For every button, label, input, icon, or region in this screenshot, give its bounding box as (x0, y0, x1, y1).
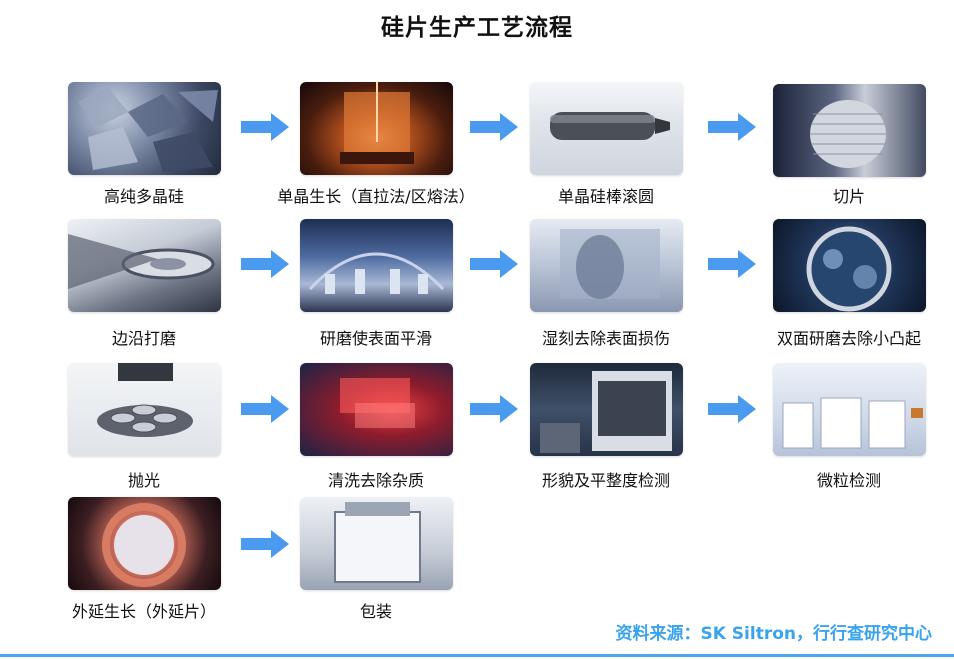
step-label: 切片 (832, 187, 865, 206)
diagram-title: 硅片生产工艺流程 (381, 15, 573, 41)
bottom-divider (0, 654, 954, 657)
arrow-right-icon (708, 113, 756, 141)
wet-etch-image (530, 219, 683, 312)
flatness-inspection-image (530, 363, 683, 456)
arrow-right-icon (241, 395, 289, 423)
crystal-growth-image (300, 82, 453, 175)
step-label: 双面研磨去除小凸起 (776, 329, 921, 348)
step-label: 外延生长（外延片） (71, 602, 216, 621)
arrow-right-icon (241, 113, 289, 141)
packaging-image (300, 497, 453, 590)
epitaxy-image (68, 497, 221, 590)
step-label: 包装 (359, 602, 392, 621)
step-label: 微粒检测 (816, 471, 881, 490)
step-label: 边沿打磨 (111, 329, 176, 348)
double-side-polish-image (773, 219, 926, 312)
step-label: 湿刻去除表面损伤 (541, 329, 670, 348)
step-label: 抛光 (127, 471, 160, 490)
polishing-image (68, 363, 221, 456)
edge-grinding-image (68, 219, 221, 312)
ingot-image (530, 82, 683, 175)
step-label: 单晶生长（直拉法/区熔法） (277, 187, 475, 206)
arrow-right-icon (470, 250, 518, 278)
lapping-image (300, 219, 453, 312)
cleaning-image (300, 363, 453, 456)
polysilicon-image (68, 82, 221, 175)
step-label: 高纯多晶硅 (103, 187, 184, 206)
arrow-right-icon (470, 113, 518, 141)
particle-inspection-image (773, 363, 926, 456)
step-label: 单晶硅棒滚圆 (557, 187, 654, 206)
source-note: 资料来源：SK Siltron，行行查研究中心 (615, 624, 932, 644)
arrow-right-icon (708, 395, 756, 423)
arrow-right-icon (708, 250, 756, 278)
arrow-right-icon (470, 395, 518, 423)
step-label: 研磨使表面平滑 (319, 329, 432, 348)
step-label: 清洗去除杂质 (327, 471, 424, 490)
slicing-image (773, 84, 926, 177)
arrow-right-icon (241, 530, 289, 558)
arrow-right-icon (241, 250, 289, 278)
step-label: 形貌及平整度检测 (541, 471, 670, 490)
